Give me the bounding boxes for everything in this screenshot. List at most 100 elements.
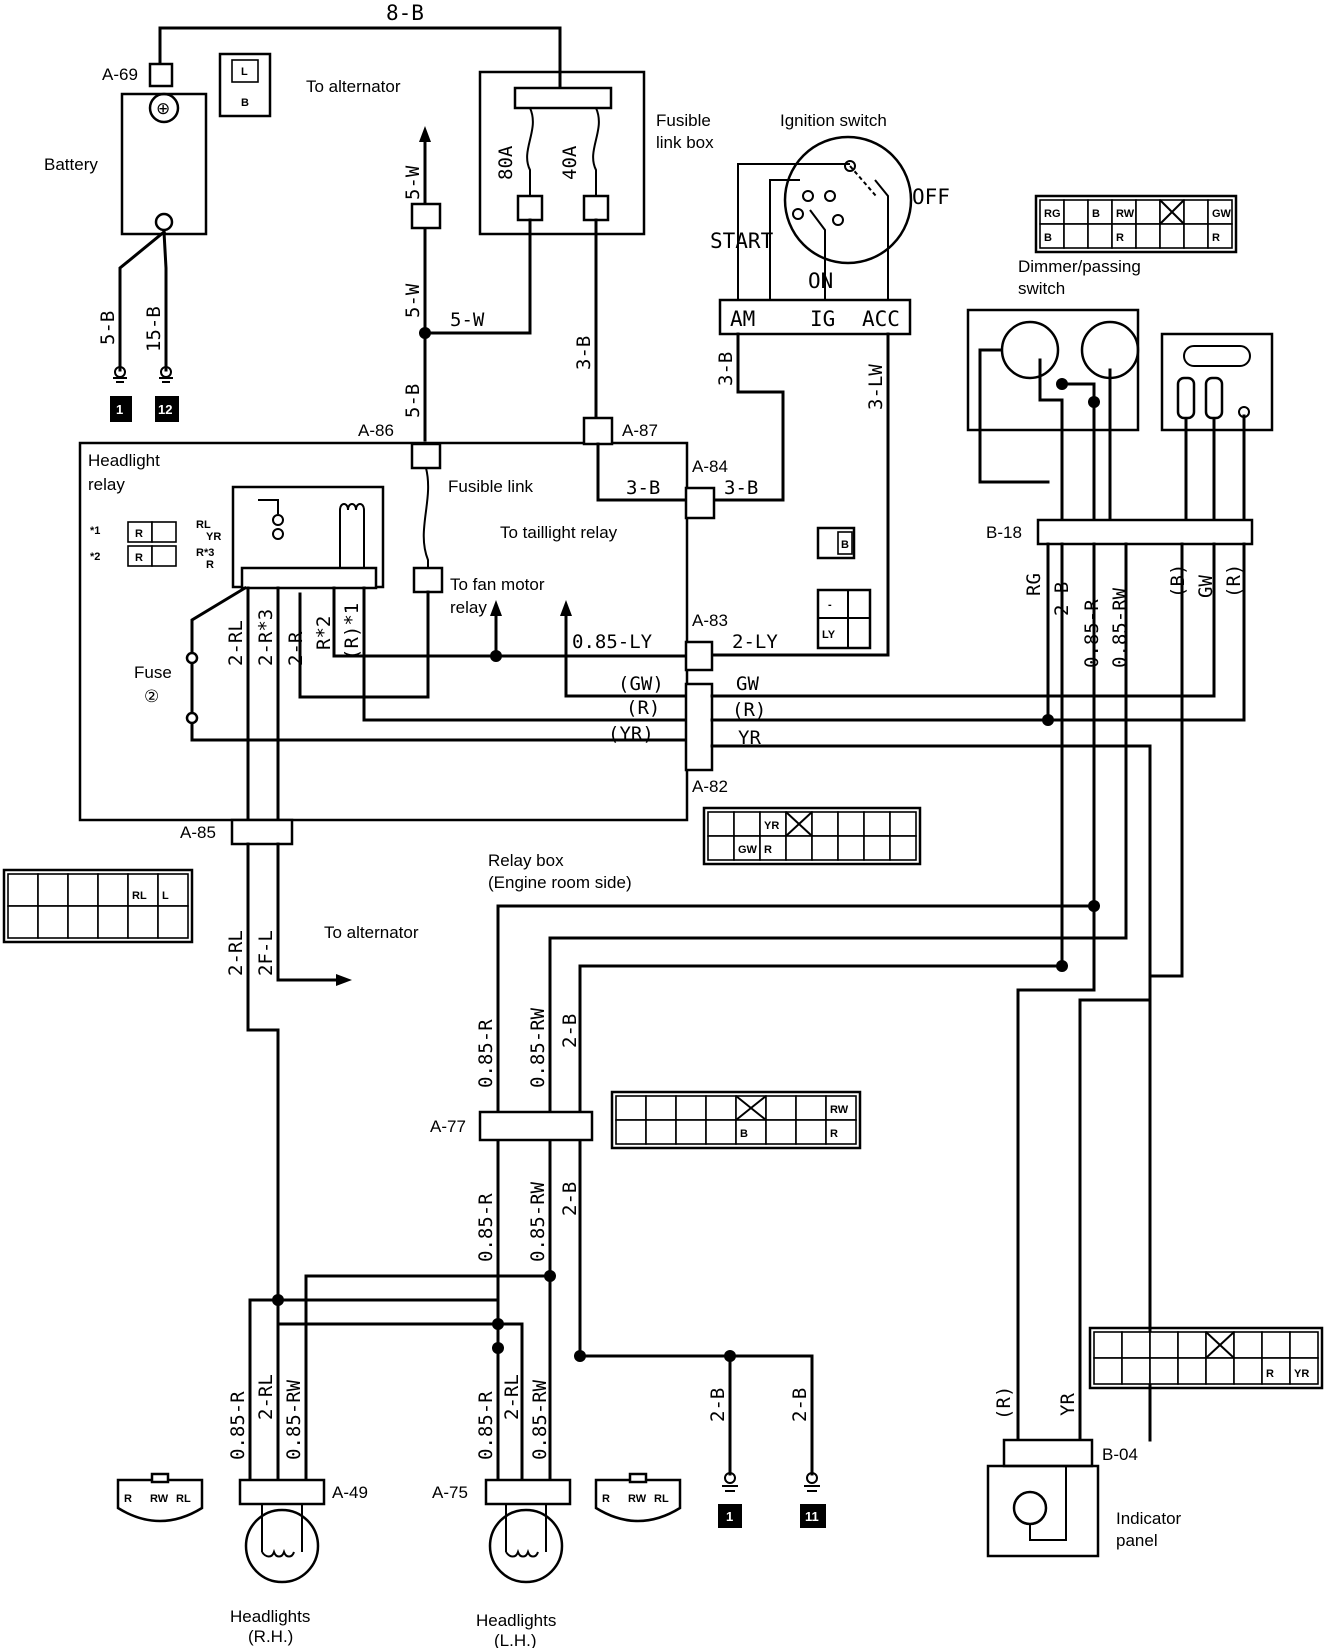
wire-label-ind-r: (R)	[993, 1386, 1015, 1420]
connector-pin-label: RG	[1044, 208, 1061, 220]
legend-pin-blank	[151, 545, 177, 567]
connector-pin	[705, 1119, 737, 1145]
connector-pin-label: B	[1092, 208, 1100, 220]
headlight-bulb-rh-icon	[244, 1504, 320, 1584]
headlight-pin-label: RL	[176, 1493, 191, 1505]
connector-housing	[702, 806, 922, 866]
connector-pin	[615, 1119, 647, 1145]
connector-pin	[1159, 223, 1185, 249]
fusible-link-box-label-2: link box	[656, 133, 714, 152]
wire-r-out	[710, 542, 1246, 722]
dimmer-contact-group	[1000, 320, 1060, 380]
ground-icon: 12	[155, 366, 179, 422]
wire-085rw	[548, 542, 1128, 1492]
connector-pin	[1183, 199, 1209, 225]
fuse-80a-element	[526, 107, 534, 196]
connector-pin	[765, 1119, 797, 1145]
wire-label-hl-rh-2rl: 2-RL	[255, 1374, 277, 1420]
connector-pin-label: GW	[738, 844, 758, 856]
connector-pin	[127, 873, 159, 907]
connector-a86	[410, 442, 442, 470]
connector-a82	[684, 682, 714, 772]
ground-icon: 11	[800, 1472, 826, 1528]
connector-pin	[759, 835, 787, 861]
ground-icon: 1	[110, 366, 132, 422]
ignition-switch-label: Ignition switch	[780, 111, 887, 130]
connector-pin-label: R	[1116, 232, 1124, 244]
battery-label: Battery	[44, 155, 98, 174]
wire-label-hl-lh-2rl: 2-RL	[501, 1374, 523, 1420]
dimmer-wire-r	[1060, 382, 1096, 522]
wire-label-3b-relay-b: 3-B	[724, 477, 758, 499]
connector-a84-icon	[816, 526, 856, 560]
blocked-pin-icon	[1205, 1331, 1235, 1359]
wire-3lw	[706, 332, 890, 657]
connector-pin	[1063, 223, 1089, 249]
connector-housing	[1088, 1326, 1324, 1390]
wire-3b-relay	[596, 442, 688, 502]
wire-yr-indicator-lower	[1078, 998, 1152, 1442]
connector-label-a49: A-49	[332, 1483, 368, 1502]
wire-label-hl-lh-085r: 0.85-R	[475, 1391, 497, 1460]
headlight-relay-label-1: Headlight	[88, 451, 160, 470]
fuse-40a-element	[592, 107, 600, 196]
ign-terminal-am: AM	[730, 307, 755, 331]
wire-label-2rl: 2-RL	[225, 620, 247, 666]
ground-icon: 1	[718, 1472, 742, 1528]
fuse-40a-label: 40A	[559, 145, 581, 180]
alternator-connector	[218, 52, 272, 118]
arrow-up-icon	[560, 600, 572, 616]
lever-contact	[1238, 406, 1250, 418]
to-alternator-label-mid: To alternator	[324, 923, 419, 942]
wire-label-2rl-low: 2-RL	[225, 930, 247, 976]
indicator-panel-label-1: Indicator	[1116, 1509, 1182, 1528]
connector-label-a87: A-87	[622, 421, 658, 440]
fusible-link-label: Fusible link	[448, 477, 534, 496]
ignition-switch-body	[783, 135, 913, 265]
connector-pin	[785, 835, 813, 861]
connector-pin-label: R	[1212, 232, 1220, 244]
connector-pin-label: R	[1266, 1368, 1274, 1380]
ign-contact	[844, 160, 856, 172]
indicator-panel-label-2: panel	[1116, 1531, 1158, 1550]
connector-pin	[825, 1095, 857, 1121]
legend-pin-blank	[151, 521, 177, 543]
connector-label-a75: A-75	[432, 1483, 468, 1502]
connector-pin	[1149, 1357, 1179, 1385]
legend-star2: *2	[90, 551, 100, 563]
connector-pin	[1093, 1357, 1123, 1385]
wire-label-ind-yr: YR	[1057, 1393, 1079, 1416]
connector-pin	[889, 811, 917, 837]
indicator-lamp-icon	[1012, 1490, 1048, 1526]
connector-pin	[733, 811, 761, 837]
connector-pin	[795, 1119, 827, 1145]
connector-a85	[230, 818, 294, 846]
wire-label-2ly: 2-LY	[732, 631, 778, 653]
wire-5w-horizontal	[423, 218, 532, 335]
wire-label-hl-rh-085rw: 0.85-RW	[283, 1379, 305, 1460]
headlight-pin-label: RW	[628, 1493, 647, 1505]
lever-contact	[1204, 376, 1224, 420]
connector-pin	[1039, 223, 1065, 249]
connector-pin	[645, 1095, 677, 1121]
lower-grounds: 2-B 2-B 1 11	[707, 1350, 826, 1528]
wire-label-3b-ign: 3-B	[715, 352, 737, 386]
legend-pin-label-rl: RL	[196, 519, 211, 531]
wire-label-gw-in: (GW)	[618, 673, 664, 695]
connector-a84	[684, 486, 716, 520]
connector-pin	[795, 1095, 827, 1121]
relay-contact	[272, 528, 284, 540]
connector-pin	[825, 1119, 857, 1145]
wire-label-rb-2b-a: 2-B	[559, 1014, 581, 1048]
dimmer-switch-body	[966, 308, 1140, 432]
connector-pin	[1135, 223, 1161, 249]
ign-off-label: OFF	[912, 185, 950, 209]
relay-box-engine-room: Relay box (Engine room side) 0.85-R 0.85…	[430, 542, 1152, 1492]
headlights-lh-label-1: Headlights	[476, 1611, 556, 1630]
wire-r-rh	[248, 1298, 500, 1482]
connector-label-a83: A-83	[692, 611, 728, 630]
connector-label-b18: B-18	[986, 523, 1022, 542]
wire-label-3b-relay-a: 3-B	[626, 477, 660, 499]
